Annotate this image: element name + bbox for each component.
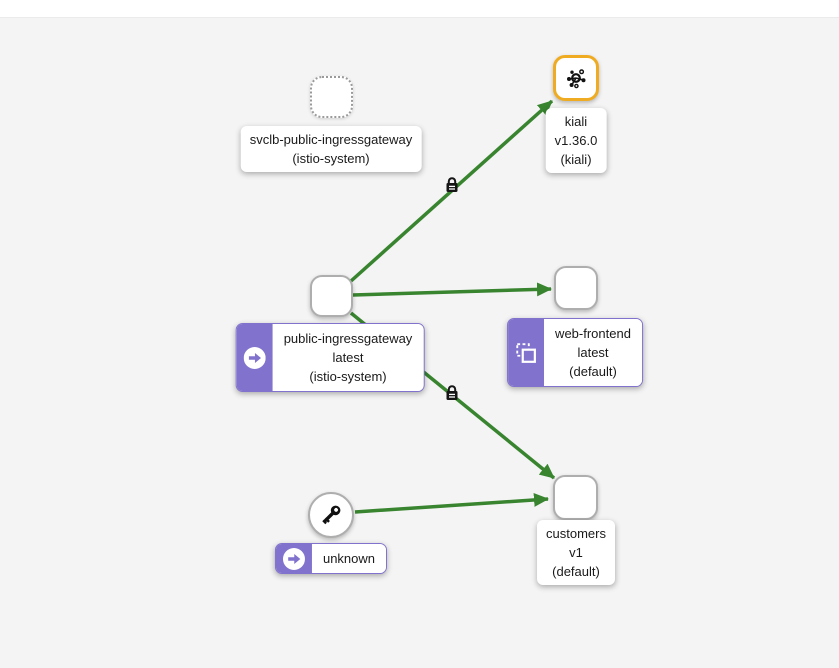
node-public-ingressgateway[interactable] xyxy=(310,275,353,317)
node-kiali[interactable] xyxy=(553,55,599,101)
node-web-frontend[interactable] xyxy=(554,266,598,310)
badge-band xyxy=(275,544,312,573)
kiali-topology-icon xyxy=(564,66,588,90)
node-label-unknown[interactable]: unknown xyxy=(274,543,388,574)
edge-public-ingressgateway-to-web-frontend[interactable] xyxy=(352,282,552,297)
node-label-kiali[interactable]: kiali v1.36.0 (kiali) xyxy=(545,108,607,173)
label-line: customers xyxy=(546,526,606,541)
label-line: (istio-system) xyxy=(309,369,387,384)
root-traffic-arrow-icon xyxy=(243,346,266,369)
mirroring-icon xyxy=(515,342,537,364)
node-label-web-frontend[interactable]: web-frontend latest (default) xyxy=(507,318,643,387)
label-line: kiali xyxy=(564,114,588,129)
edge-unknown-to-customers[interactable] xyxy=(354,492,549,514)
label-line: v1 xyxy=(569,545,583,560)
label-line: (default) xyxy=(569,364,617,379)
label-line: svclb-public-ingressgateway xyxy=(249,132,413,147)
label-line: web-frontend xyxy=(555,326,631,341)
badge-band xyxy=(236,324,273,391)
label-line: v1.36.0 xyxy=(554,133,598,148)
label-line: latest xyxy=(332,350,364,365)
label-line: latest xyxy=(577,345,609,360)
header-bar xyxy=(0,0,839,18)
node-unknown[interactable] xyxy=(308,492,354,538)
node-label-svclb-public-ingressgateway[interactable]: svclb-public-ingressgateway (istio-syste… xyxy=(240,126,422,172)
node-label-public-ingressgateway[interactable]: public-ingressgateway latest (istio-syst… xyxy=(235,323,425,392)
label-line: (istio-system) xyxy=(292,151,370,166)
node-customers[interactable] xyxy=(553,475,598,520)
label-line: (default) xyxy=(552,564,600,579)
label-line: (kiali) xyxy=(560,152,592,167)
label-line: public-ingressgateway xyxy=(283,331,413,346)
node-svclb-public-ingressgateway[interactable] xyxy=(310,76,353,118)
label-line: unknown xyxy=(322,551,376,566)
root-traffic-arrow-icon xyxy=(282,547,305,570)
key-icon xyxy=(317,501,345,529)
badge-band xyxy=(508,319,545,386)
node-label-customers[interactable]: customers v1 (default) xyxy=(537,520,615,585)
